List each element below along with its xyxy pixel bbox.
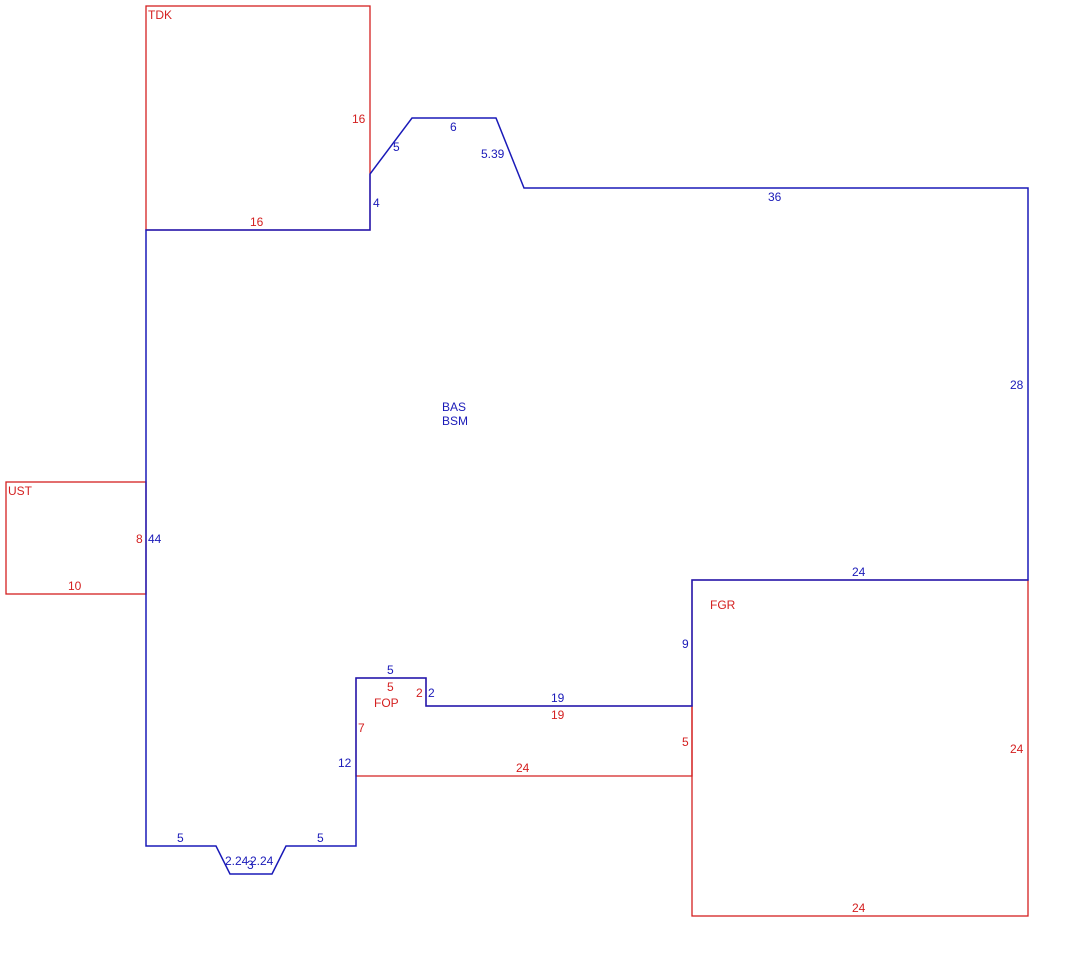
bas-outline bbox=[145, 117, 1029, 875]
dim-bas-diag-right: 5.39 bbox=[481, 147, 505, 161]
dim-tdk-right: 16 bbox=[352, 112, 366, 126]
fgr-label: FGR bbox=[710, 598, 736, 612]
dim-ust-bottom: 10 bbox=[68, 579, 82, 593]
fgr-outline bbox=[691, 579, 1029, 917]
dim-fop-top: 5 bbox=[387, 680, 394, 694]
dim-fop-bottom: 24 bbox=[516, 761, 530, 775]
dim-bay-bottom: 3 bbox=[247, 858, 254, 872]
dim-bay-left: 2.24 bbox=[225, 854, 249, 868]
dim-bas-notch-top: 5 bbox=[387, 663, 394, 677]
dim-bas-diag-left: 5 bbox=[393, 140, 400, 154]
dim-bas-right: 28 bbox=[1010, 378, 1024, 392]
dim-bas-top: 36 bbox=[768, 190, 782, 204]
dim-bas-lower-left: 12 bbox=[338, 756, 352, 770]
dim-bas-step: 4 bbox=[373, 196, 380, 210]
dim-fop-left: 7 bbox=[358, 721, 365, 735]
dim-bas-notch-step: 2 bbox=[428, 686, 435, 700]
dim-bas-left: 44 bbox=[148, 532, 162, 546]
dim-fgr-right: 24 bbox=[1010, 742, 1024, 756]
dim-fop-right: 5 bbox=[682, 735, 689, 749]
dim-ust-right: 8 bbox=[136, 532, 143, 546]
ust-outline bbox=[5, 481, 147, 595]
fop-label: FOP bbox=[374, 696, 399, 710]
dim-bay-right: 2.24 bbox=[250, 854, 274, 868]
dim-bas-top-small: 6 bbox=[450, 120, 457, 134]
bsm-label: BSM bbox=[442, 414, 468, 428]
dim-bas-bottom-left: 5 bbox=[177, 831, 184, 845]
dim-fgr-bottom: 24 bbox=[852, 901, 866, 915]
tdk-label: TDK bbox=[148, 8, 172, 22]
dim-fop-mid: 19 bbox=[551, 708, 565, 722]
bas-label: BAS bbox=[442, 400, 466, 414]
dim-bas-fgr-left: 9 bbox=[682, 637, 689, 651]
dim-bas-bottom-right: 5 bbox=[317, 831, 324, 845]
ust-label: UST bbox=[8, 484, 33, 498]
dim-bas-mid: 19 bbox=[551, 691, 565, 705]
tdk-outline bbox=[145, 5, 371, 231]
dim-tdk-bottom: 16 bbox=[250, 215, 264, 229]
dim-fop-step: 2 bbox=[416, 686, 423, 700]
dim-bas-fgr-top: 24 bbox=[852, 565, 866, 579]
